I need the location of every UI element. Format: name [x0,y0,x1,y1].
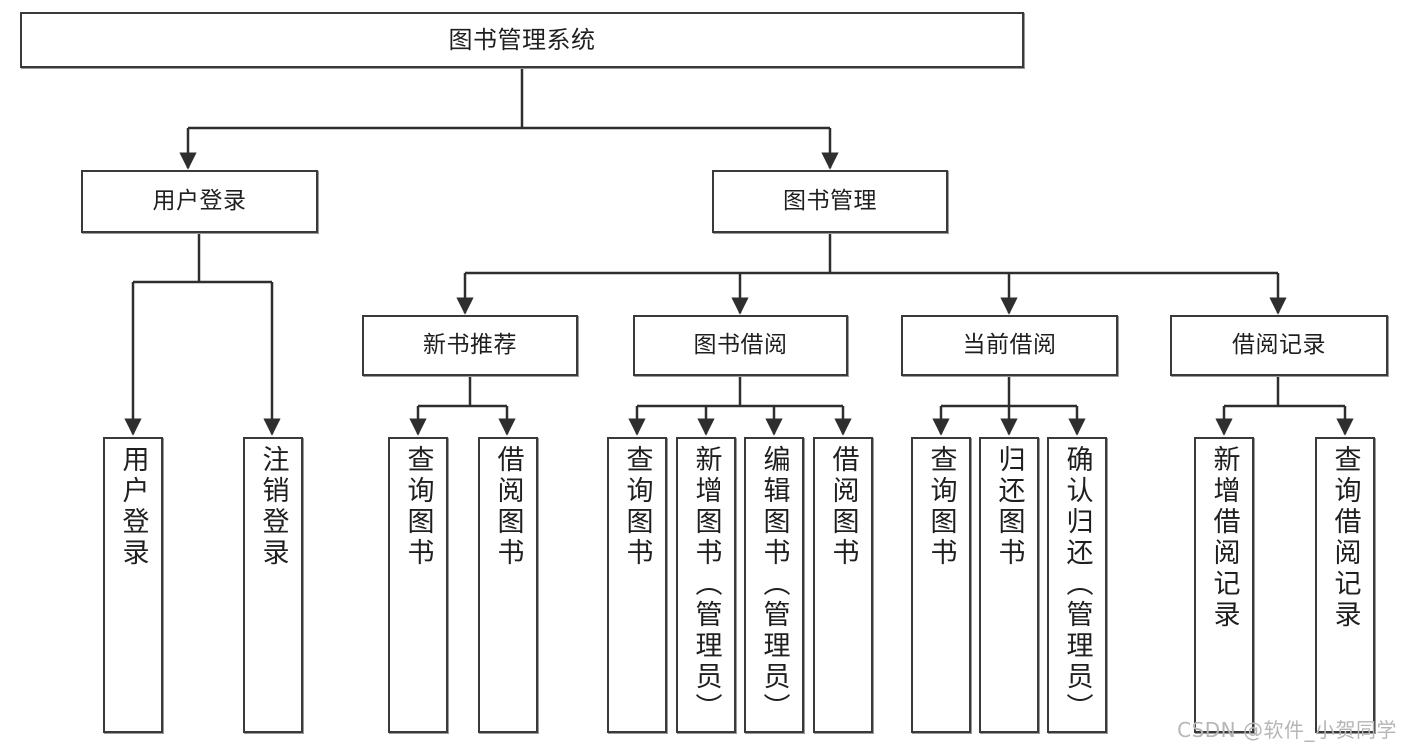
node-label: 归还图书 [993,445,1025,569]
node-label: 确认归还（管理员） [1061,445,1093,724]
leaf-user-login[interactable]: 用户登录 [103,437,163,733]
node-label: 借阅图书 [827,445,859,569]
watermark-text: CSDN @软件_小贺同学 [1177,718,1397,742]
node-book-borrow[interactable]: 图书借阅 [633,315,848,376]
leaf-new-book-query[interactable]: 查询图书 [388,437,448,733]
leaf-edit-book-admin[interactable]: 编辑图书（管理员） [744,437,804,733]
node-current-borrow[interactable]: 当前借阅 [901,315,1118,376]
node-label: 注销登录 [257,445,289,569]
leaf-new-book-borrow[interactable]: 借阅图书 [478,437,538,733]
node-label: 新增借阅记录 [1208,445,1240,631]
node-label: 查询图书 [402,445,434,569]
leaf-return-book[interactable]: 归还图书 [979,437,1039,733]
node-label: 借阅图书 [492,445,524,569]
leaf-borrow-query-book[interactable]: 查询图书 [607,437,667,733]
node-label: 用户登录 [117,445,149,569]
node-label: 查询图书 [925,445,957,569]
node-borrow-record[interactable]: 借阅记录 [1170,315,1388,376]
leaf-borrow-book[interactable]: 借阅图书 [813,437,873,733]
leaf-query-borrow-record[interactable]: 查询借阅记录 [1315,437,1375,733]
leaf-logout[interactable]: 注销登录 [243,437,303,733]
leaf-current-query-book[interactable]: 查询图书 [911,437,971,733]
leaf-add-borrow-record[interactable]: 新增借阅记录 [1194,437,1254,733]
leaf-confirm-return-admin[interactable]: 确认归还（管理员） [1047,437,1107,733]
node-label: 新增图书（管理员） [690,445,722,724]
node-label: 借阅记录 [1232,331,1326,358]
node-new-book-recommend[interactable]: 新书推荐 [362,315,578,376]
node-root-library-system[interactable]: 图书管理系统 [20,12,1024,68]
node-label: 图书管理 [783,187,877,214]
node-user-login[interactable]: 用户登录 [81,170,318,233]
node-label: 新书推荐 [423,331,517,358]
leaf-add-book-admin[interactable]: 新增图书（管理员） [676,437,736,733]
node-label: 查询借阅记录 [1329,445,1361,631]
node-label: 图书管理系统 [448,25,596,54]
node-label: 编辑图书（管理员） [758,445,790,724]
node-label: 图书借阅 [693,331,788,358]
node-label: 用户登录 [152,187,247,214]
node-book-management[interactable]: 图书管理 [712,170,948,233]
node-label: 当前借阅 [962,331,1057,358]
node-label: 查询图书 [621,445,653,569]
